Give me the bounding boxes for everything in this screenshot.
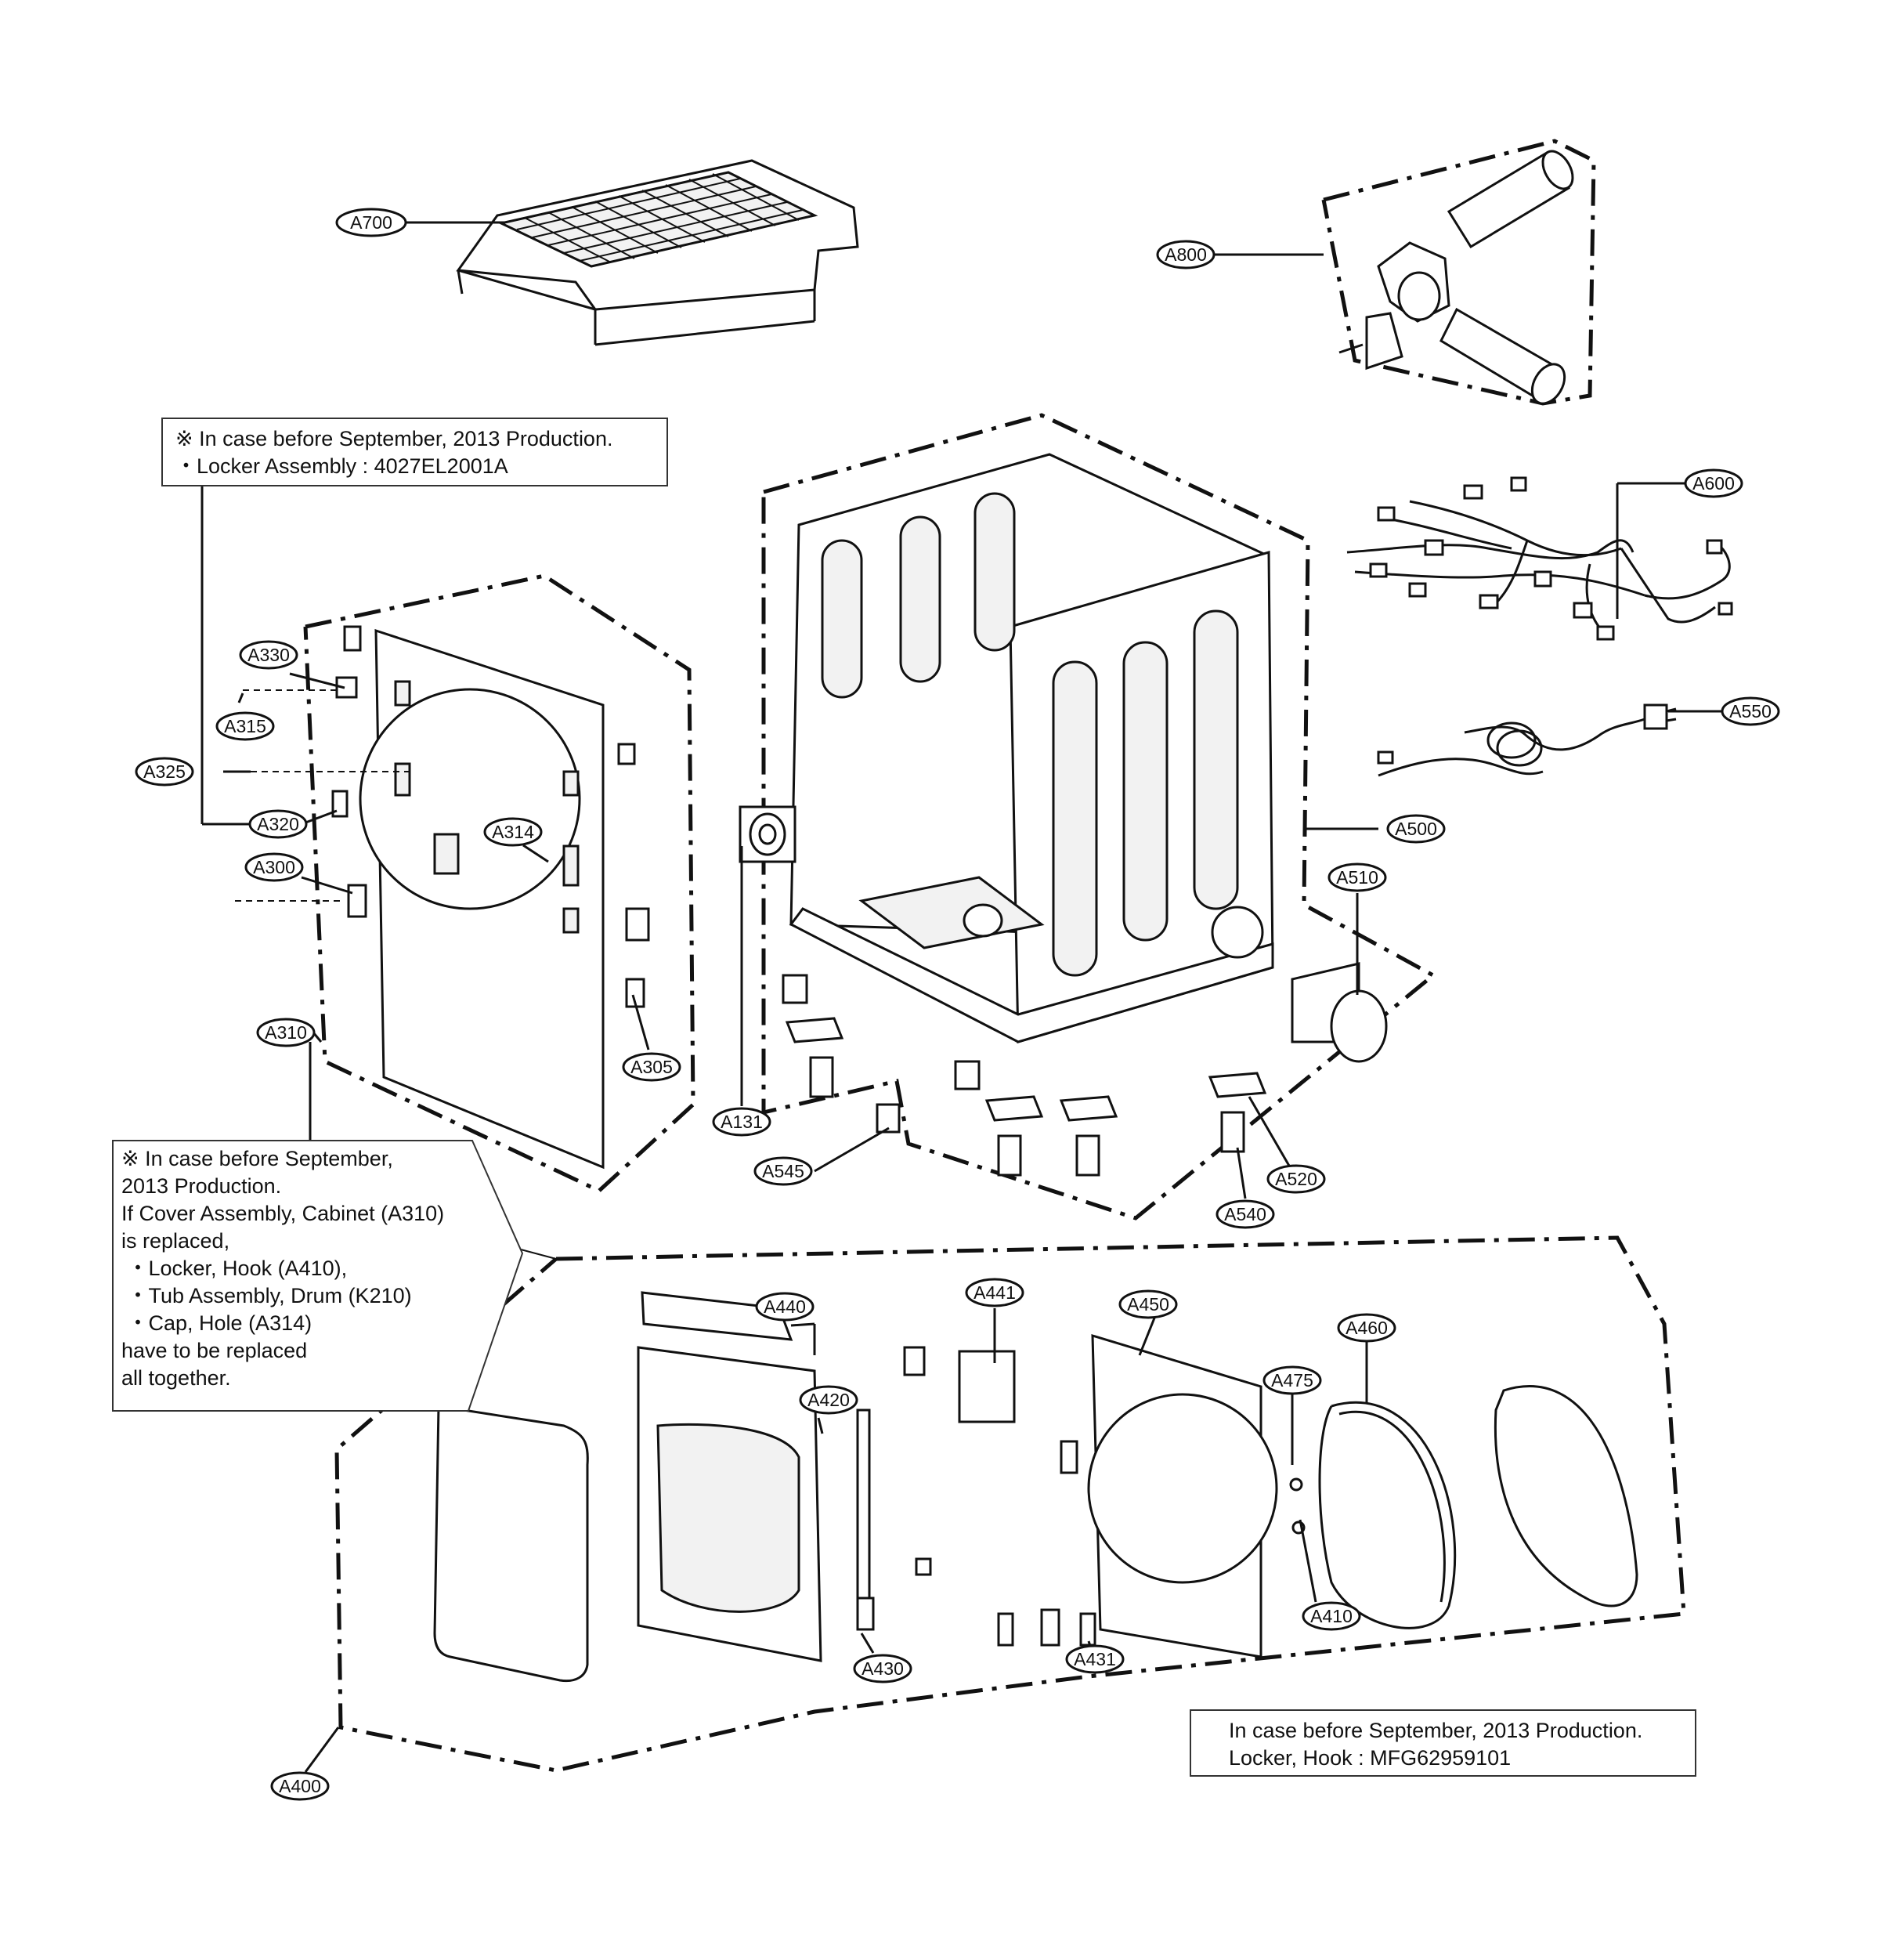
exhaust-duct-kit-part	[1338, 150, 1574, 405]
door-assembly-part	[433, 1291, 1638, 1683]
svg-text:A700: A700	[350, 212, 392, 233]
svg-text:A441: A441	[973, 1282, 1016, 1303]
note-middle-left: ※ In case before September, 2013 Product…	[112, 1140, 523, 1412]
svg-text:A431: A431	[1074, 1649, 1116, 1669]
callout-a420: A420	[799, 1385, 858, 1415]
callout-a700: A700	[335, 208, 407, 237]
callout-a430: A430	[853, 1654, 912, 1683]
svg-text:A450: A450	[1127, 1294, 1169, 1315]
note-bottom-right: In case before September, 2013 Productio…	[1190, 1709, 1696, 1777]
callout-a300: A300	[244, 852, 304, 882]
callout-a460: A460	[1337, 1313, 1396, 1343]
svg-text:A325: A325	[143, 761, 186, 782]
svg-text:A800: A800	[1165, 244, 1207, 265]
svg-text:A475: A475	[1271, 1370, 1313, 1390]
note-top-left-line1: ※ In case before September, 2013 Product…	[175, 427, 613, 450]
callout-a475: A475	[1262, 1365, 1322, 1395]
bearing-part	[739, 805, 796, 863]
callout-a310: A310	[256, 1018, 316, 1047]
latch-part	[625, 907, 650, 942]
note-middle-left-line-7: ・Cap, Hole (A314)	[121, 1311, 312, 1335]
svg-text:A305: A305	[630, 1057, 673, 1077]
note-middle-left-line-3: If Cover Assembly, Cabinet (A310)	[121, 1202, 445, 1225]
svg-text:A330: A330	[247, 645, 290, 665]
note-top-left-line2: ・Locker Assembly : 4027EL2001A	[175, 454, 508, 478]
svg-text:A500: A500	[1395, 819, 1437, 839]
svg-text:A545: A545	[762, 1161, 804, 1181]
hinge-part	[343, 625, 362, 652]
exhaust-duct-part	[1291, 962, 1388, 1063]
note-middle-left-line-9: all together.	[121, 1366, 231, 1390]
svg-text:A440: A440	[764, 1296, 806, 1317]
svg-text:A520: A520	[1275, 1169, 1317, 1189]
svg-text:A400: A400	[279, 1776, 321, 1796]
lever-part	[347, 884, 367, 918]
callout-a510: A510	[1327, 862, 1387, 892]
callout-a450: A450	[1118, 1289, 1178, 1319]
callout-a520: A520	[1266, 1164, 1326, 1194]
callout-a431: A431	[1065, 1644, 1125, 1674]
callout-a550: A550	[1721, 696, 1780, 726]
note-middle-left-line-8: have to be replaced	[121, 1339, 308, 1362]
bracket-part	[617, 743, 636, 765]
callout-a131: A131	[712, 1107, 771, 1137]
note-middle-left-frame	[112, 1140, 523, 1412]
svg-text:A540: A540	[1224, 1204, 1266, 1224]
note-bottom-right-line1: In case before September, 2013 Productio…	[1229, 1719, 1643, 1742]
svg-text:A410: A410	[1310, 1606, 1353, 1626]
note-top-left: ※ In case before September, 2013 Product…	[161, 418, 668, 486]
svg-text:A460: A460	[1346, 1318, 1388, 1338]
svg-text:A550: A550	[1729, 701, 1772, 721]
svg-text:A420: A420	[807, 1390, 850, 1410]
callout-a500: A500	[1386, 814, 1446, 844]
note-middle-left-line-4: is replaced,	[121, 1229, 230, 1253]
svg-text:A300: A300	[253, 857, 295, 877]
note-bottom-right-line2: Locker, Hook : MFG62959101	[1229, 1746, 1512, 1770]
drying-rack-part	[456, 159, 859, 346]
note-middle-left-line-2: 2013 Production.	[121, 1174, 282, 1198]
svg-text:A510: A510	[1336, 867, 1378, 888]
callout-a320: A320	[248, 809, 308, 839]
callout-a330: A330	[239, 640, 298, 670]
note-middle-left-line-1: ※ In case before September,	[121, 1147, 393, 1170]
svg-text:A430: A430	[862, 1658, 904, 1679]
callout-a314: A314	[483, 817, 543, 847]
callout-a441: A441	[965, 1278, 1024, 1307]
callout-a545: A545	[753, 1156, 813, 1186]
wire-harness-part	[1346, 476, 1733, 641]
callout-a315: A315	[215, 711, 275, 741]
callout-a540: A540	[1215, 1199, 1275, 1229]
svg-text:A131: A131	[721, 1112, 763, 1132]
svg-text:A310: A310	[265, 1022, 307, 1043]
callout-a305: A305	[622, 1052, 681, 1082]
callout-a800: A800	[1156, 240, 1215, 269]
svg-text:A314: A314	[492, 822, 534, 842]
svg-text:A315: A315	[224, 716, 266, 736]
callout-a410: A410	[1302, 1601, 1361, 1631]
note-middle-left-line-5: ・Locker, Hook (A410),	[121, 1257, 348, 1280]
svg-text:A600: A600	[1692, 473, 1735, 494]
svg-text:A320: A320	[257, 814, 299, 834]
note-middle-left-line-6: ・Tub Assembly, Drum (K210)	[121, 1284, 412, 1307]
callout-a400: A400	[270, 1771, 330, 1801]
callout-a600: A600	[1684, 468, 1743, 498]
cabinet-part	[789, 453, 1274, 1043]
leveling-feet-part	[782, 974, 1267, 1177]
front-cover-part	[359, 628, 605, 1170]
callout-a440: A440	[755, 1292, 815, 1322]
callout-a325: A325	[135, 757, 194, 787]
power-cord-part	[1377, 703, 1677, 777]
